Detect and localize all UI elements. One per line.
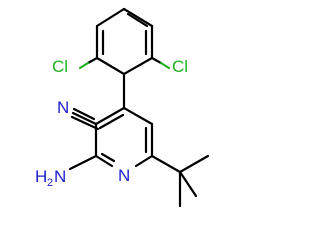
chlorine-bonds: [78, 56, 171, 70]
bond: [95, 7, 126, 28]
amine-n-label: N: [54, 167, 66, 186]
chlorine-label-right: Cl: [172, 57, 188, 76]
ring-n-label: N: [118, 166, 130, 185]
dichlorophenyl-ring: [95, 7, 154, 76]
bond: [95, 56, 126, 76]
bond: [122, 106, 154, 126]
bond: [122, 56, 154, 76]
bond: [71, 111, 98, 126]
molecule-diagram: Cl Cl N H 2 N N: [35, 7, 210, 208]
bond: [94, 154, 114, 168]
nitrile-group: [70, 107, 100, 131]
nitrile-n-label: N: [57, 98, 69, 117]
pyridine-ring: [94, 106, 154, 168]
bond: [134, 154, 154, 168]
bond: [126, 12, 149, 28]
bond: [78, 61, 90, 70]
bond: [100, 152, 116, 163]
amine-bond: [68, 154, 98, 171]
bond: [122, 7, 154, 28]
bond: [94, 106, 126, 126]
chlorine-label-left: Cl: [52, 57, 68, 76]
bond: [72, 107, 96, 121]
bond: [86, 56, 99, 65]
amine-h-label: H: [35, 167, 47, 186]
bond: [150, 154, 182, 174]
bond: [70, 115, 100, 131]
bond: [178, 170, 198, 198]
structure-svg: Cl Cl N H 2 N N: [35, 7, 210, 208]
bond: [98, 113, 125, 130]
bond: [178, 154, 210, 174]
bond: [150, 56, 163, 65]
bond: [159, 61, 171, 70]
tert-butyl-group: [150, 154, 210, 208]
amine-h-subscript: 2: [47, 177, 53, 189]
